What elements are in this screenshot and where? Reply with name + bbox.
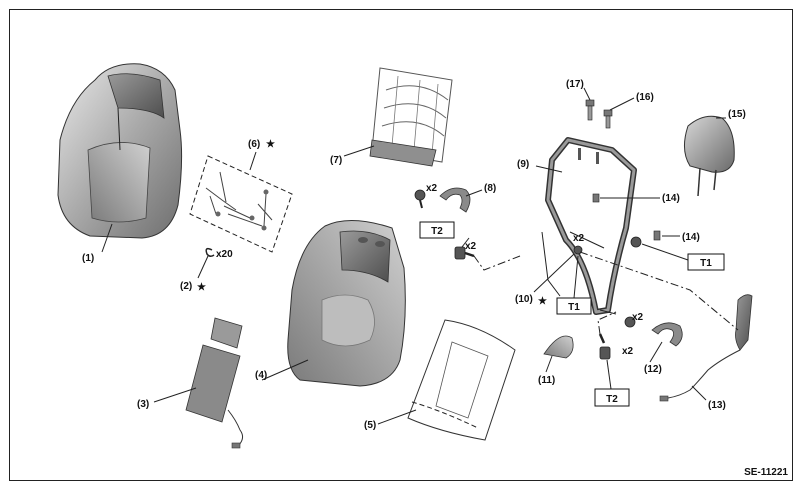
qty-bolt-t2-left: x2 — [465, 241, 477, 252]
callout-8: (8) — [484, 183, 496, 194]
torque-box-t2-left — [419, 221, 455, 239]
torque-label-t1-center: T1 — [568, 302, 580, 313]
qty-clip-8-screw: x2 — [426, 183, 438, 194]
seatback-cover-part — [57, 63, 183, 239]
callout-15: (15) — [728, 109, 746, 120]
star-mark-2: ★ — [197, 282, 206, 293]
qty-bolt-t2-right: x2 — [622, 346, 634, 357]
torque-box-t1-right — [687, 253, 725, 271]
callout-12: (12) — [644, 364, 662, 375]
clip-14-part — [592, 193, 661, 241]
bolt-t2-left-part — [454, 246, 521, 271]
leader-lines — [101, 87, 726, 425]
figure-code: SE-11221 — [744, 467, 788, 478]
headrest-guide-16-part — [603, 109, 613, 129]
callout-11: (11) — [538, 375, 555, 386]
callout-4: (4) — [255, 370, 267, 381]
torque-box-t1-center — [556, 297, 592, 315]
seatback-board-part — [407, 319, 516, 441]
callout-16: (16) — [636, 92, 654, 103]
callout-10: (10) — [515, 294, 533, 305]
callout-9: (9) — [517, 159, 529, 170]
diagram-frame — [9, 9, 793, 481]
torque-label-t1-right: T1 — [700, 258, 712, 269]
seat-heater-pad-part — [185, 317, 244, 449]
callout-14-upper: (14) — [662, 193, 680, 204]
torque-box-t2-right — [594, 388, 630, 407]
qty-clip-12-screw: x2 — [632, 312, 644, 323]
star-mark-6: ★ — [266, 139, 275, 150]
callout-3: (3) — [137, 399, 149, 410]
seatback-frame-part — [541, 137, 637, 315]
wire-kit-part — [189, 155, 293, 253]
bezel-11-part — [543, 335, 574, 359]
qty-nut-10: x2 — [573, 233, 585, 244]
clip-12-part — [624, 316, 683, 347]
assembly-path-line — [579, 251, 739, 331]
headrest-part — [684, 115, 735, 197]
callout-13: (13) — [708, 400, 726, 411]
star-mark-10: ★ — [538, 296, 547, 307]
headrest-guide-17-part — [585, 99, 595, 121]
callout-1: (1) — [82, 253, 94, 264]
callout-6: (6) — [248, 139, 260, 150]
side-airbag-part — [659, 294, 753, 402]
torque-label-t2-right: T2 — [606, 394, 618, 405]
clip-8-part — [414, 187, 471, 213]
callout-5: (5) — [364, 420, 376, 431]
lumbar-support-part — [369, 67, 453, 167]
callout-14-lower: (14) — [682, 232, 700, 243]
callout-17: (17) — [566, 79, 584, 90]
seatback-pad-part — [287, 219, 406, 387]
hog-rings-part — [205, 247, 215, 258]
qty-hog-rings: x20 — [216, 249, 233, 260]
callout-7: (7) — [330, 155, 342, 166]
torque-label-t2-left: T2 — [431, 226, 443, 237]
bolt-t2-right-part — [597, 311, 617, 360]
callout-2: (2) — [180, 281, 192, 292]
